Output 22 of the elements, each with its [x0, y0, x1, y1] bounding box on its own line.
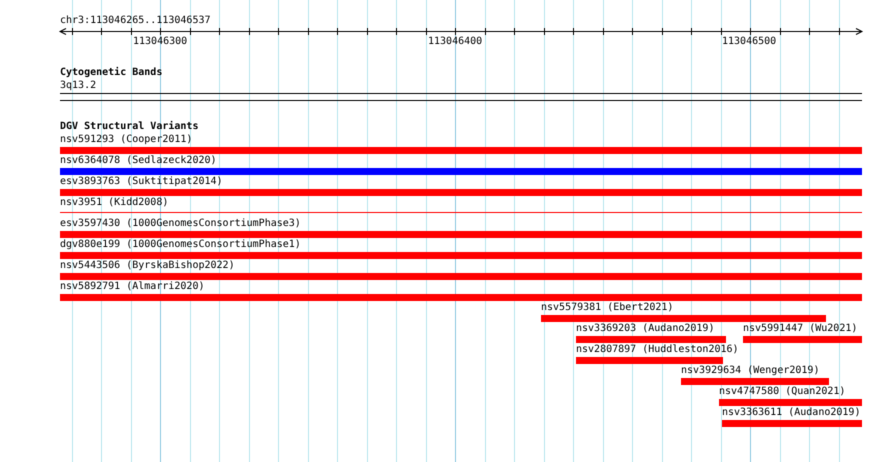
- track-title: Cytogenetic Bands: [60, 67, 162, 79]
- tick-label: 113046500: [722, 36, 776, 48]
- variant-label: nsv5443506 (ByrskaBishop2022): [60, 260, 235, 272]
- tick-label: 113046400: [428, 36, 482, 48]
- variant-label: dgv880e199 (1000GenomesConsortiumPhase1): [60, 239, 301, 251]
- tick-label: 113046300: [133, 36, 188, 48]
- track-title: DGV Structural Variants: [60, 121, 198, 133]
- variant-label: nsv5892791 (Almarri2020): [60, 281, 204, 293]
- variant-label: nsv4747580 (Quan2021): [719, 386, 846, 398]
- variant-label: nsv5991447 (Wu2021): [743, 323, 858, 335]
- variant-label: nsv5579381 (Ebert2021): [541, 302, 674, 314]
- variant-label: esv3597430 (1000GenomesConsortiumPhase3): [60, 218, 301, 230]
- variant-label: nsv6364078 (Sedlazeck2020): [60, 155, 217, 167]
- band-label: 3q13.2: [60, 80, 96, 92]
- coordinate-range: chr3:113046265..113046537: [60, 15, 211, 27]
- variant-label: nsv2807897 (Huddleston2016): [576, 344, 739, 356]
- variant-label: nsv3929634 (Wenger2019): [681, 365, 820, 377]
- variant-label: nsv3363611 (Audano2019): [722, 407, 860, 419]
- variant-label: nsv3951 (Kidd2008): [60, 197, 168, 209]
- variant-label: nsv591293 (Cooper2011): [60, 134, 192, 146]
- variant-label: esv3893763 (Suktitipat2014): [60, 176, 223, 188]
- variant-label: nsv3369203 (Audano2019): [576, 323, 714, 335]
